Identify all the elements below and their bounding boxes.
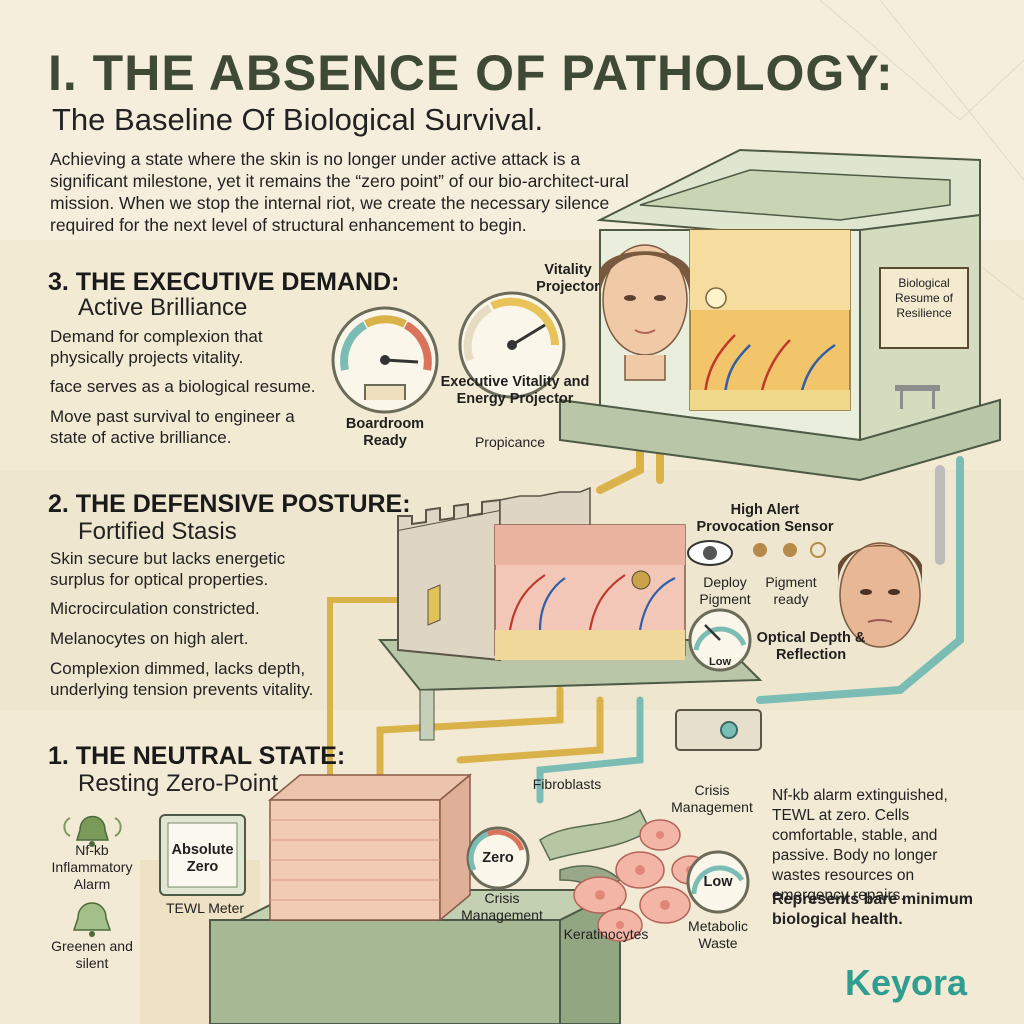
lightbulb-icon bbox=[705, 287, 727, 309]
tewl-display: Absolute Zero bbox=[171, 842, 234, 875]
section1-heading: 1. THE NEUTRAL STATE: bbox=[48, 742, 346, 770]
crisis-top-label: Crisis Management bbox=[671, 782, 753, 815]
fibroblasts-label: Fibroblasts bbox=[532, 776, 602, 792]
boardroom-gauge bbox=[331, 306, 439, 414]
section2-line-4: Complexion dimmed, lacks depth, underlyi… bbox=[50, 659, 314, 699]
face-middle-illustration bbox=[837, 542, 923, 648]
tewl-meter-label: TEWL Meter bbox=[165, 900, 245, 916]
section3-subheading: Active Brilliance bbox=[78, 294, 248, 321]
connector-box bbox=[675, 709, 762, 751]
pigment-ready-label: Pigment ready bbox=[765, 574, 817, 607]
crisis-bottom-label: Crisis Management bbox=[461, 890, 543, 923]
section3-line-3: Move past survival to engineer a state o… bbox=[50, 407, 295, 447]
section3-heading: 3. THE EXECUTIVE DEMAND: bbox=[48, 268, 400, 296]
section1-summary: Represents bare minimum biological healt… bbox=[772, 891, 973, 928]
deploy-pigment-label: Deploy Pigment bbox=[699, 574, 751, 607]
page-subtitle: The Baseline Of Biological Survival. bbox=[52, 102, 544, 137]
eye-icon bbox=[687, 540, 733, 566]
optical-gauge-value: Low bbox=[709, 656, 731, 668]
alarm-off-label: Greenen and silent bbox=[51, 938, 133, 971]
vitality-gauge bbox=[458, 291, 566, 399]
boardroom-ready-label: Boardroom Ready bbox=[345, 416, 425, 449]
section2-line-2: Microcirculation constricted. bbox=[50, 599, 260, 618]
alarm-label: Nf-kb Inflammatory Alarm bbox=[51, 842, 133, 892]
section2-line-1: Skin secure but lacks energetic surplus … bbox=[50, 549, 286, 589]
bell-silent-icon bbox=[72, 902, 112, 937]
propicance-label: Propicance bbox=[474, 434, 546, 450]
meeting-table bbox=[895, 385, 940, 409]
zero-gauge-value: Zero bbox=[482, 850, 514, 866]
low-gauge-ring bbox=[686, 850, 750, 914]
metabolic-waste-label: Metabolic Waste bbox=[688, 918, 748, 951]
section2-line-3: Melanocytes on high alert. bbox=[50, 629, 249, 648]
fortress bbox=[377, 486, 763, 741]
face-top-illustration bbox=[600, 244, 690, 381]
section2-subheading: Fortified Stasis bbox=[78, 518, 237, 545]
section3-line-2: face serves as a biological resume. bbox=[50, 377, 316, 396]
page-title: I. THE ABSENCE OF PATHOLOGY: bbox=[48, 45, 894, 101]
section1-description: Nf-kb alarm extinguished, TEWL at zero. … bbox=[772, 787, 948, 904]
low-gauge-value: Low bbox=[703, 874, 733, 890]
tissue-cube bbox=[267, 773, 473, 922]
intro-paragraph: Achieving a state where the skin is no l… bbox=[50, 149, 629, 235]
section2-heading: 2. THE DEFENSIVE POSTURE: bbox=[48, 490, 411, 518]
cells bbox=[539, 808, 709, 942]
tewl-meter-device bbox=[159, 814, 246, 896]
section3-line-1: Demand for complexion that physically pr… bbox=[50, 327, 263, 367]
pipes bbox=[297, 436, 964, 863]
executive-vitality-label: Executive Vitality and Energy Projector bbox=[440, 374, 590, 407]
optical-gauge bbox=[688, 608, 752, 672]
keratinocytes-label: Keratinocytes bbox=[563, 926, 649, 942]
pigment-icons bbox=[753, 542, 826, 558]
bell-alarm-icon bbox=[63, 815, 122, 847]
sensor-label: High Alert Provocation Sensor bbox=[696, 502, 834, 535]
section1-subheading: Resting Zero-Point bbox=[78, 770, 279, 797]
brand-logo: Keyora bbox=[845, 962, 968, 1003]
optical-depth-label: Optical Depth & Reflection bbox=[756, 630, 866, 663]
vitality-projector-label: Vitality Projector bbox=[536, 262, 600, 295]
zero-gauge-ring bbox=[466, 826, 530, 890]
resume-sign: Biological Resume of Resilience bbox=[894, 276, 954, 320]
